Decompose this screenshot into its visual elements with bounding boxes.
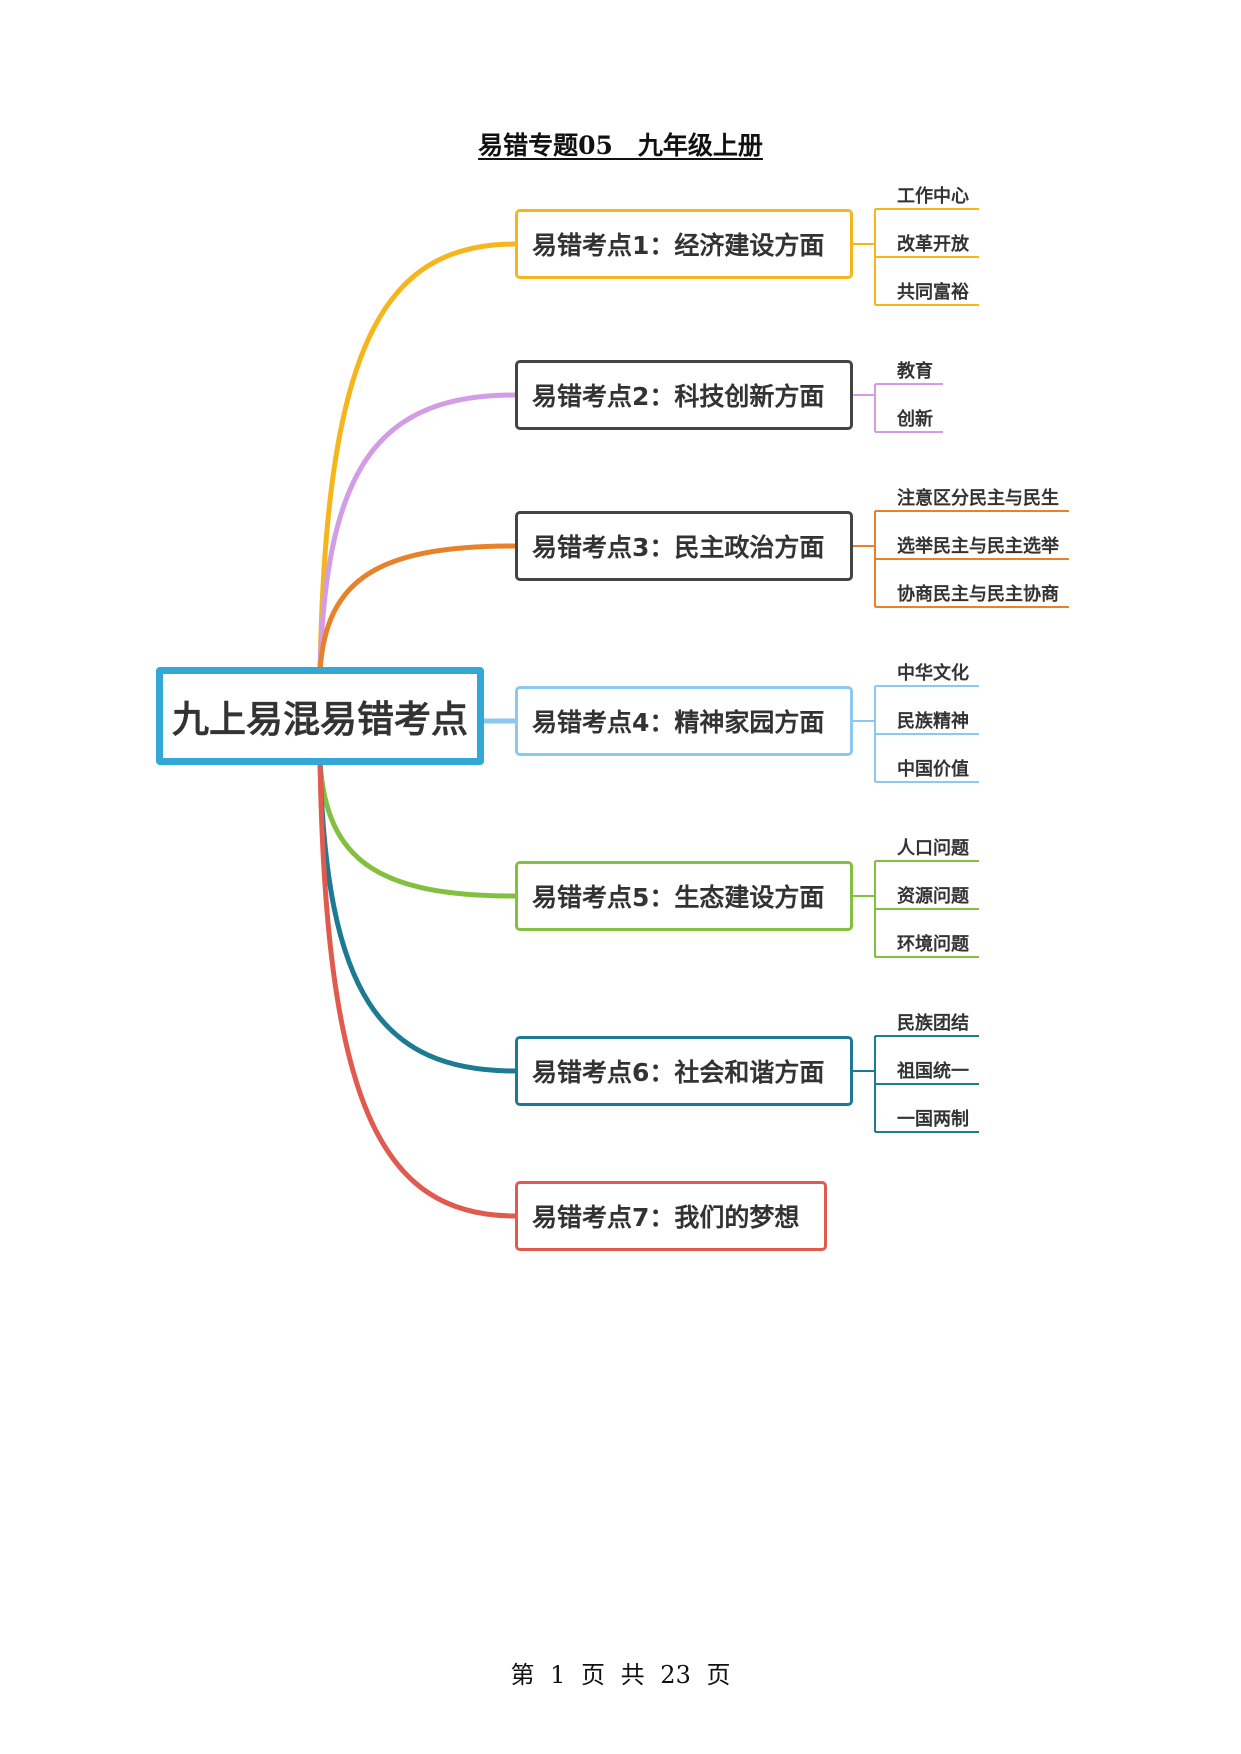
topic-7[interactable]: 易错考点7：我们的梦想: [515, 1181, 827, 1251]
subtopic-5-1[interactable]: 人口问题: [897, 838, 969, 859]
subtopic-1-2[interactable]: 改革开放: [897, 234, 969, 255]
topic-6[interactable]: 易错考点6：社会和谐方面: [515, 1036, 853, 1106]
topic-5[interactable]: 易错考点5：生态建设方面: [515, 861, 853, 931]
page-footer: 第 1 页 共 23 页: [510, 1661, 731, 1689]
subtopic-1-3[interactable]: 共同富裕: [897, 282, 969, 303]
central-topic[interactable]: 九上易混易错考点: [156, 667, 484, 765]
topic-label: 易错考点7：我们的梦想: [532, 1203, 800, 1232]
topic-label: 易错考点1：经济建设方面: [532, 231, 825, 260]
subtopic-2-1[interactable]: 教育: [897, 361, 933, 382]
subtopic-2-2[interactable]: 创新: [897, 409, 933, 430]
subtopic-1-1[interactable]: 工作中心: [897, 186, 969, 207]
topic-3[interactable]: 易错考点3：民主政治方面: [515, 511, 853, 581]
topic-2[interactable]: 易错考点2：科技创新方面: [515, 360, 853, 430]
topic-1[interactable]: 易错考点1：经济建设方面: [515, 209, 853, 279]
connector-branch-5: [317, 758, 518, 899]
connector-branch-7: [317, 758, 518, 1219]
subtopic-5-3[interactable]: 环境问题: [897, 934, 969, 955]
subtopic-6-2[interactable]: 祖国统一: [897, 1061, 969, 1082]
topic-label: 易错考点6：社会和谐方面: [532, 1058, 825, 1087]
subtopic-3-3[interactable]: 协商民主与民主协商: [897, 584, 1059, 605]
subtopic-5-2[interactable]: 资源问题: [897, 886, 969, 907]
subtopic-4-1[interactable]: 中华文化: [897, 663, 969, 684]
connector-branch-3: [317, 543, 518, 674]
subtopic-3-1[interactable]: 注意区分民主与民生: [897, 488, 1059, 509]
subtopic-4-2[interactable]: 民族精神: [897, 711, 969, 732]
topic-label: 易错考点5：生态建设方面: [532, 883, 825, 912]
connector-branch-6: [317, 758, 518, 1074]
topic-4[interactable]: 易错考点4：精神家园方面: [515, 686, 853, 756]
topic-label: 易错考点3：民主政治方面: [532, 533, 825, 562]
connector-branch-2: [317, 392, 518, 674]
subtopic-4-3[interactable]: 中国价值: [897, 759, 969, 780]
subtopic-3-2[interactable]: 选举民主与民主选举: [897, 536, 1059, 557]
topic-label: 易错考点4：精神家园方面: [532, 708, 825, 737]
topic-label: 易错考点2：科技创新方面: [532, 382, 825, 411]
subtopic-6-1[interactable]: 民族团结: [897, 1013, 969, 1034]
connector-branch-1: [317, 241, 518, 674]
subtopic-6-3[interactable]: 一国两制: [897, 1109, 969, 1130]
document-title: 易错专题05 九年级上册: [478, 131, 763, 160]
